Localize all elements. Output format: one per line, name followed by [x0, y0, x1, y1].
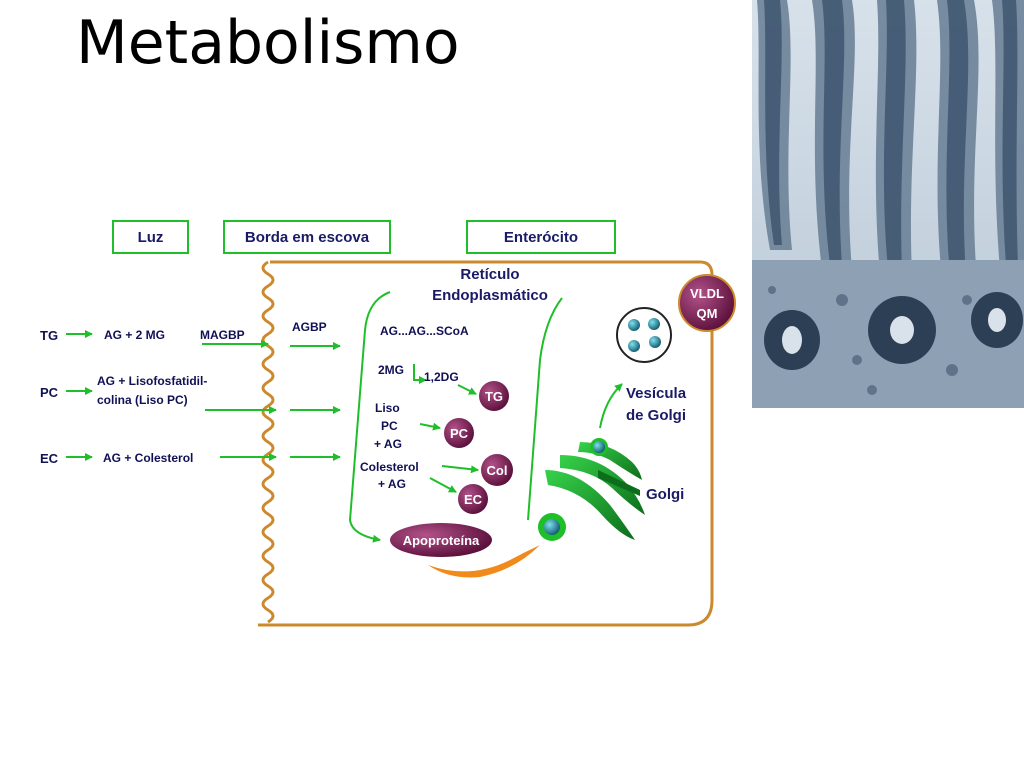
golgi-label: Golgi: [646, 486, 684, 503]
golgi-top-particle: [590, 438, 608, 456]
dg-label: 1,2DG: [424, 370, 459, 384]
product-col-label: Col: [487, 463, 508, 478]
golgi-vesicle-label-1: Vesícula: [626, 385, 687, 402]
arrow-mg-dg: [413, 364, 427, 384]
header-enterocyte: Enterócito: [466, 220, 616, 254]
vldl-qm-particle: VLDL QM: [678, 274, 736, 332]
apoprotein-label: Apoproteína: [403, 533, 480, 548]
product-ec-label: EC: [464, 492, 483, 507]
golgi-vesicle-label-2: de Golgi: [626, 407, 686, 424]
liso-label-1: Liso: [375, 401, 400, 415]
input-ec-products: AG + Colesterol: [103, 451, 193, 465]
agbp-label: AGBP: [292, 320, 327, 334]
input-ec-label: EC: [40, 451, 59, 466]
product-pc-label: PC: [450, 426, 469, 441]
mg-label: 2MG: [378, 363, 404, 377]
input-tg-label: TG: [40, 328, 58, 343]
input-pc-label: PC: [40, 385, 59, 400]
apoprotein: Apoproteína: [390, 523, 492, 557]
product-tg-label: TG: [485, 389, 503, 404]
input-tg-carrier: MAGBP: [200, 328, 245, 342]
acyl-coa-label: AG...AG...SCoA: [380, 324, 469, 338]
qm-label: QM: [697, 306, 718, 321]
arrow-to-ec: [429, 477, 457, 493]
product-pc: PC: [444, 418, 474, 448]
product-ec: EC: [458, 484, 488, 514]
header-luz-label: Luz: [138, 229, 164, 246]
cell-membrane: [258, 260, 714, 627]
arrow-to-col: [441, 465, 479, 474]
vldl-label: VLDL: [690, 286, 724, 301]
orange-crescent: [428, 545, 540, 578]
arrow-dg-tg: [457, 384, 477, 395]
er-membrane-left: [348, 291, 391, 543]
er-label-1: Retículo: [460, 266, 519, 283]
arrow-liso-pc-product: [419, 422, 441, 431]
colesterol-ag-label-2: + AG: [378, 477, 406, 491]
product-col: Col: [481, 454, 513, 486]
header-enterocyte-label: Enterócito: [504, 229, 578, 246]
intestinal-villi-micrograph: [752, 0, 1024, 408]
colesterol-ag-label-1: Colesterol: [360, 460, 419, 474]
arrow-golgi-to-vesicle: [599, 383, 623, 429]
slide-title: Metabolismo: [76, 8, 460, 78]
liso-label-3: + AG: [374, 437, 402, 451]
header-brush-border: Borda em escova: [223, 220, 391, 254]
input-tg-products: AG + 2 MG: [104, 328, 165, 342]
product-tg: TG: [479, 381, 509, 411]
input-pc-products-1: AG + Lisofosfatidil-: [97, 374, 207, 388]
er-label-2: Endoplasmático: [432, 287, 548, 304]
secretory-vesicle: [616, 307, 672, 363]
brush-border-microvilli: [261, 260, 275, 624]
input-pc-products-2: colina (Liso PC): [97, 393, 188, 407]
er-membrane-right: [527, 297, 563, 521]
golgi-vesicle-particle: [538, 513, 566, 541]
header-luz: Luz: [112, 220, 189, 254]
header-brush-border-label: Borda em escova: [245, 229, 370, 246]
liso-label-2: PC: [381, 419, 398, 433]
